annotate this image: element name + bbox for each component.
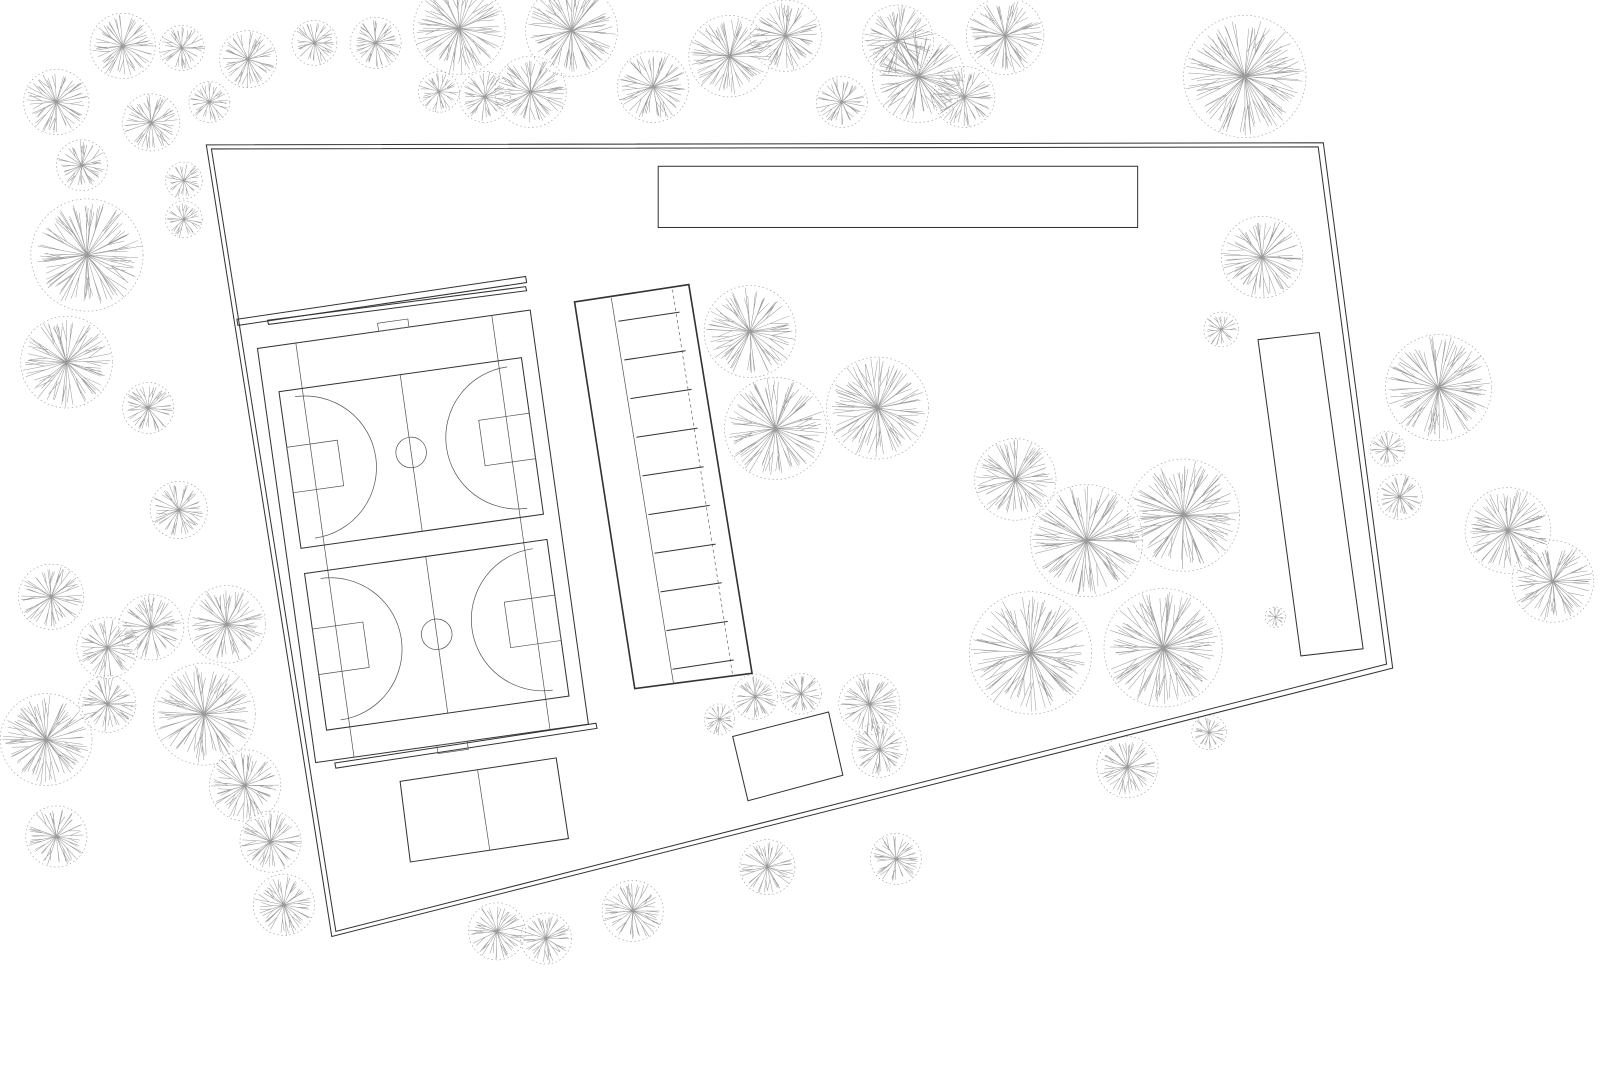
tree-icon xyxy=(688,14,771,98)
tree-icon xyxy=(159,25,205,71)
seating-row xyxy=(660,582,722,593)
tree-icon xyxy=(18,563,85,630)
trees-layer xyxy=(0,0,1594,965)
tree-icon xyxy=(851,721,908,778)
tree-icon xyxy=(969,591,1093,715)
tree-icon xyxy=(209,749,282,822)
tree-icon xyxy=(122,93,181,152)
tree-icon xyxy=(749,0,822,72)
tree-icon xyxy=(1203,311,1239,348)
tree-icon xyxy=(76,616,139,679)
tree-icon xyxy=(56,139,108,192)
tree-icon xyxy=(974,438,1057,521)
seating-row xyxy=(630,388,692,400)
tree-icon xyxy=(1464,487,1552,574)
tree-icon xyxy=(1511,540,1594,623)
tree-icon xyxy=(252,873,315,936)
tree-icon xyxy=(601,880,664,942)
tree-icon xyxy=(239,810,302,873)
grandstand xyxy=(573,283,753,690)
tree-icon xyxy=(861,4,934,77)
tree-icon xyxy=(468,902,526,961)
tree-icon xyxy=(165,161,203,200)
tree-icon xyxy=(413,0,506,75)
tree-icon xyxy=(89,12,156,79)
tree-icon xyxy=(1377,474,1423,520)
sports-field xyxy=(256,309,589,764)
tree-icon xyxy=(149,481,208,539)
seating-row xyxy=(654,543,716,554)
site-boundary xyxy=(205,142,1394,938)
tree-icon xyxy=(520,912,572,965)
tree-icon xyxy=(1385,334,1492,441)
tree-icon xyxy=(349,17,402,69)
tree-icon xyxy=(1103,588,1223,708)
building-east xyxy=(1257,331,1364,657)
seating-row xyxy=(648,504,710,516)
tree-icon xyxy=(0,693,93,786)
tree-icon xyxy=(1220,215,1304,299)
tree-icon xyxy=(1096,736,1159,799)
tree-icon xyxy=(152,662,256,766)
tree-icon xyxy=(25,805,88,868)
tree-icon xyxy=(617,50,690,123)
tree-icon xyxy=(872,30,965,123)
tree-icon xyxy=(23,69,90,135)
seating-row xyxy=(618,311,680,322)
tree-icon xyxy=(30,198,144,312)
tennis-court xyxy=(399,757,570,863)
tree-icon xyxy=(219,30,277,89)
tree-icon xyxy=(780,672,822,715)
tree-icon xyxy=(703,285,797,378)
basketball-court-1 xyxy=(278,357,545,549)
tree-icon xyxy=(1369,431,1406,467)
seating-row xyxy=(636,427,698,438)
tree-icon xyxy=(188,81,231,123)
tree-icon xyxy=(838,672,901,735)
boundary-walls xyxy=(236,275,598,769)
tree-icon xyxy=(122,382,174,434)
tree-icon xyxy=(1127,458,1240,572)
tree-icon xyxy=(291,20,338,66)
seating-row xyxy=(672,659,734,670)
tree-icon xyxy=(965,0,1045,75)
building-north xyxy=(657,165,1139,228)
tree-icon xyxy=(118,594,185,661)
tree-icon xyxy=(525,0,618,77)
tree-icon xyxy=(870,833,922,885)
seating-row xyxy=(624,350,686,361)
small-pavilion xyxy=(732,711,844,802)
basketball-court-2 xyxy=(303,538,570,731)
tree-icon xyxy=(78,674,137,733)
tree-icon xyxy=(1264,606,1286,628)
tree-icon xyxy=(816,76,868,128)
tree-icon xyxy=(418,71,460,113)
tree-icon xyxy=(165,200,203,238)
tree-icon xyxy=(1030,484,1144,598)
tree-icon xyxy=(1183,14,1307,139)
tree-icon xyxy=(724,377,827,480)
tree-icon xyxy=(826,356,929,460)
seating-row xyxy=(666,620,728,632)
tree-icon xyxy=(1191,714,1227,751)
tree-icon xyxy=(20,315,113,409)
tree-icon xyxy=(732,673,778,720)
seating-row xyxy=(642,466,704,477)
tree-icon xyxy=(933,66,996,128)
tree-icon xyxy=(187,585,266,664)
tree-icon xyxy=(703,703,736,735)
tree-icon xyxy=(458,71,511,123)
tree-icon xyxy=(739,839,796,895)
tree-icon xyxy=(494,55,567,128)
